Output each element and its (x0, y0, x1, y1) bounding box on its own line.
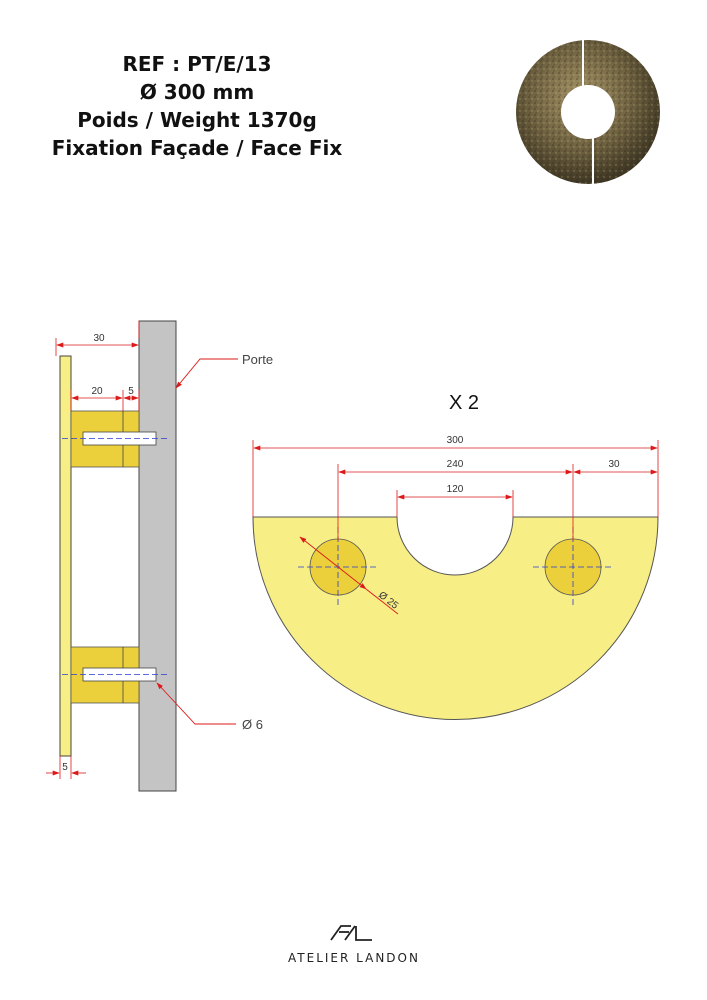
product-diameter: Ø 300 mm (139, 80, 255, 104)
dimension-30-label: 30 (93, 333, 105, 344)
brand-name: ATELIER LANDON (288, 951, 420, 965)
dimension-5-bottom: 5 (46, 756, 86, 779)
plate-profile (59, 355, 72, 757)
callout-screw-diameter: Ø 6 (156, 682, 263, 732)
dimension-120-label: 120 (447, 484, 464, 495)
dimension-120: 120 (396, 484, 514, 517)
product-weight: Poids / Weight 1370g (77, 108, 317, 132)
dimension-20-label: 20 (91, 386, 103, 397)
side-view: 30 20 5 5 Porte Ø 6 (46, 320, 273, 792)
dimension-30-side: 30 (55, 321, 140, 356)
dimension-20-5-side: 20 5 (70, 386, 140, 411)
product-fixation: Fixation Façade / Face Fix (51, 136, 343, 160)
product-photo (516, 40, 660, 184)
label-porte: Porte (242, 352, 273, 367)
brand-logo: ATELIER LANDON (288, 925, 420, 965)
label-screw-diameter: Ø 6 (242, 717, 263, 732)
dimension-300: 300 (252, 435, 659, 517)
door-panel (138, 320, 177, 792)
logo-mark (330, 925, 372, 941)
dimension-5-bottom-label: 5 (62, 762, 68, 773)
dimension-30-front-label: 30 (608, 459, 620, 470)
dimension-5-top-label: 5 (128, 386, 134, 397)
front-view: X 2 300 240 30 (252, 392, 659, 720)
callout-porte: Porte (175, 352, 273, 389)
quantity-label: X 2 (449, 392, 479, 414)
dimension-240-30: 240 30 (337, 459, 658, 540)
dimension-300-label: 300 (447, 435, 464, 446)
product-header: REF : PT/E/13 Ø 300 mm Poids / Weight 13… (0, 50, 394, 162)
fixing-hole-right (533, 527, 613, 607)
product-reference: REF : PT/E/13 (122, 52, 272, 76)
dimension-240-label: 240 (447, 459, 464, 470)
